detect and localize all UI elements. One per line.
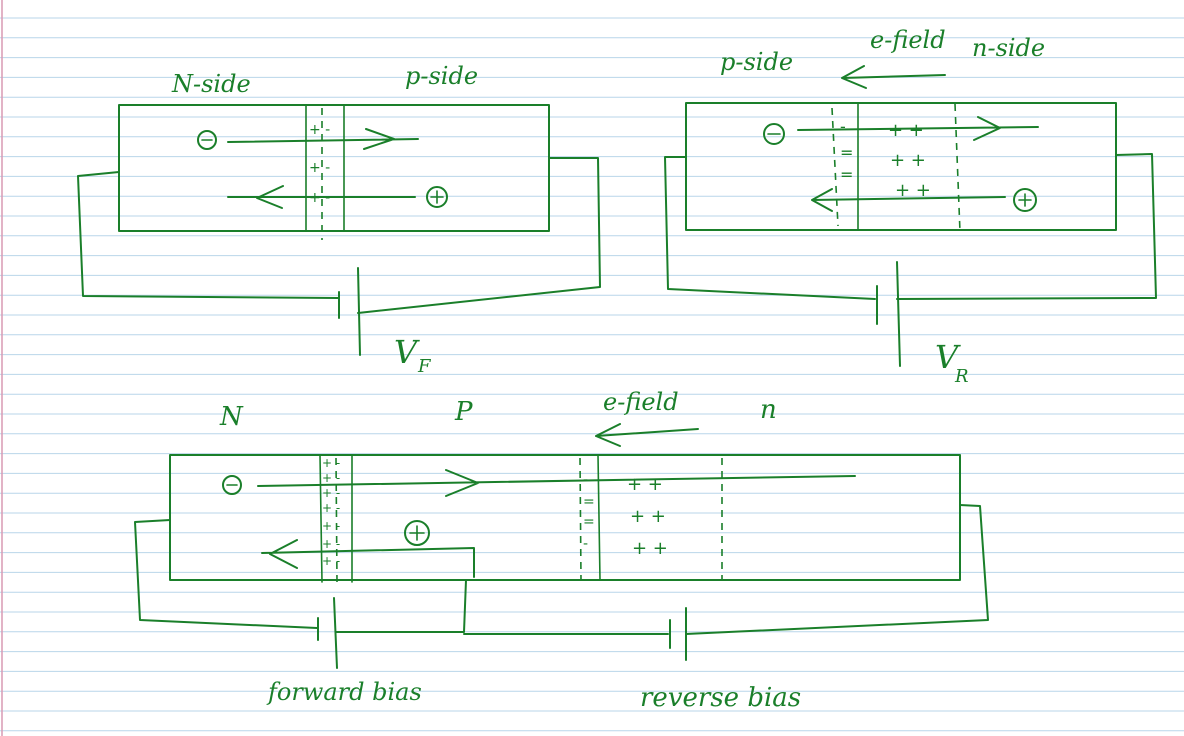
rev-n-side-label: n-side [972, 34, 1045, 62]
fwd-hole-arrow [227, 185, 416, 209]
fwd-depletion-charges: + - [309, 122, 330, 138]
svg-text:+ -: + - [322, 471, 340, 485]
svg-text:-: - [583, 536, 588, 552]
rev-efield-arrow [841, 65, 946, 89]
rev-semiconductor-bar [685, 102, 1117, 231]
rev-wire-right [896, 153, 1157, 300]
rev-efield-label: e-field [870, 26, 946, 54]
combo-n-left-label: N [219, 402, 244, 432]
fwd-p-side-label: p-side [405, 62, 478, 90]
combo-p-label: P [454, 397, 473, 427]
fwd-voltage-label: V [394, 333, 420, 371]
combo-wire-left [134, 519, 318, 629]
combo-hole-arrow [261, 539, 475, 578]
svg-text:+ -: + - [309, 160, 330, 176]
forward-bias-diagram: N-side p-side + - + - + - V F [77, 62, 601, 377]
combo-electron-arrow [257, 469, 856, 497]
combo-efield-arrow [595, 423, 699, 447]
svg-text:+ -: + - [322, 501, 340, 515]
fwd-wire-right [357, 157, 601, 314]
rev-depletion-right-dashed [954, 103, 961, 233]
rev-wire-left [664, 156, 876, 300]
combo-wire-right [685, 504, 989, 635]
combo-wire-middle [335, 579, 467, 633]
fwd-voltage-subscript: F [417, 356, 432, 377]
rev-voltage-label: V [935, 338, 961, 376]
fwd-electron-arrow [227, 128, 419, 150]
combo-fwd-charges: + - [322, 456, 340, 470]
rev-battery-long-plate [896, 261, 901, 367]
rev-p-side-label: p-side [720, 48, 793, 76]
combo-rev-positive-charges: + + [627, 474, 663, 495]
reverse-bias-diagram: p-side e-field n-side - = = + + + + + + … [664, 26, 1157, 387]
combo-efield-label: e-field [603, 388, 679, 416]
rev-depletion-left-dashed [831, 107, 839, 227]
ruled-lines [0, 17, 1184, 732]
svg-text:+ -: + - [322, 519, 340, 533]
fwd-semiconductor-bar [118, 104, 550, 232]
combo-rev-depletion-left [579, 457, 582, 581]
svg-text:+ -: + - [322, 486, 340, 500]
svg-text:+ -: + - [309, 190, 330, 206]
svg-text:+ -: + - [322, 537, 340, 551]
combo-fwd-depletion-left [319, 454, 323, 583]
rev-negative-charges: - [840, 117, 846, 136]
combo-hole-icon [404, 520, 430, 546]
fwd-battery-long-plate [357, 267, 361, 356]
combined-bias-diagram: N P e-field n + - + - + - + - + - + - + … [134, 388, 989, 713]
svg-text:+ +: + + [890, 150, 926, 171]
rev-voltage-subscript: R [954, 366, 969, 387]
rev-electron-icon [763, 123, 785, 145]
combo-electron-icon [222, 475, 242, 495]
forward-bias-label: forward bias [266, 678, 422, 706]
combo-semiconductor-bar [169, 454, 961, 581]
svg-text:+ +: + + [630, 506, 666, 527]
combo-rev-depletion-edge [597, 454, 601, 581]
svg-text:=: = [583, 494, 595, 510]
fwd-n-side-label: N-side [171, 70, 251, 98]
rev-hole-icon [1013, 188, 1037, 212]
svg-text:+ +: + + [632, 538, 668, 559]
rev-hole-arrow [811, 188, 1006, 212]
combo-n-right-label: n [760, 395, 777, 425]
combo-fwd-battery-long-plate [333, 597, 338, 669]
rev-positive-charges: + + [888, 120, 924, 141]
svg-text:=: = [840, 143, 853, 162]
fwd-hole-icon [426, 186, 448, 208]
rev-electron-arrow [797, 116, 1039, 141]
fwd-wire-left [77, 171, 339, 299]
svg-text:+ -: + - [322, 554, 340, 568]
svg-text:+ +: + + [895, 180, 931, 201]
svg-text:=: = [840, 165, 853, 184]
fwd-electron-icon [197, 130, 217, 150]
reverse-bias-label: reverse bias [640, 683, 801, 713]
svg-text:=: = [583, 514, 595, 530]
